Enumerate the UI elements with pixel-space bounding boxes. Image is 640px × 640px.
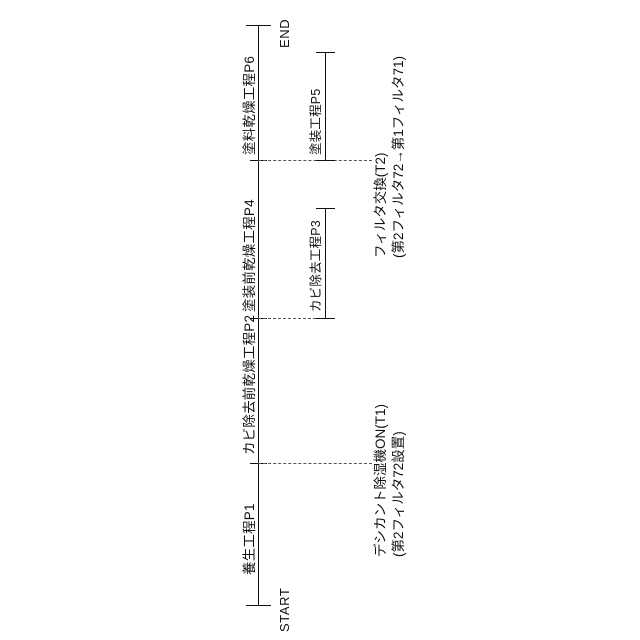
- event-guide-line-t2: [258, 160, 372, 161]
- phase-label-p2: カビ除去前乾燥工程P2: [242, 314, 257, 455]
- timeline-end-tick: [246, 25, 271, 26]
- bracket-guide-line-p3-top: [258, 318, 326, 319]
- sub-phase-label-p3: カビ除去工程P3: [309, 220, 323, 312]
- bracket-p5-cap-top: [316, 52, 335, 53]
- timeline-start-tick: [246, 605, 271, 606]
- bracket-p3-stem: [325, 208, 326, 318]
- event-label-t2-line2: (第2フィルタ72→第1フィルタ71): [391, 56, 406, 258]
- phase-label-p1: 養生工程P1: [242, 503, 257, 575]
- axis-label-end: END: [277, 18, 292, 48]
- axis-label-start: START: [277, 587, 292, 632]
- phase-label-p4: 塗装前乾燥工程P4: [242, 199, 257, 312]
- event-label-t1-line2: (第2フィルタ72設置): [391, 431, 406, 557]
- timeline-axis: [258, 25, 259, 605]
- event-guide-line-t1: [258, 463, 372, 464]
- phase-label-p6: 塗料乾燥工程P6: [242, 55, 257, 155]
- event-label-t2-line1: フィルタ交換(T2): [373, 152, 388, 258]
- bracket-p3-cap-bottom: [316, 318, 335, 319]
- event-label-t1-line1: デシカント除湿機ON(T1): [373, 404, 388, 557]
- bracket-p3-cap-top: [316, 208, 335, 209]
- sub-phase-label-p5: 塗装工程P5: [309, 88, 323, 156]
- bracket-p5-cap-bottom: [316, 160, 335, 161]
- bracket-p5-stem: [325, 52, 326, 160]
